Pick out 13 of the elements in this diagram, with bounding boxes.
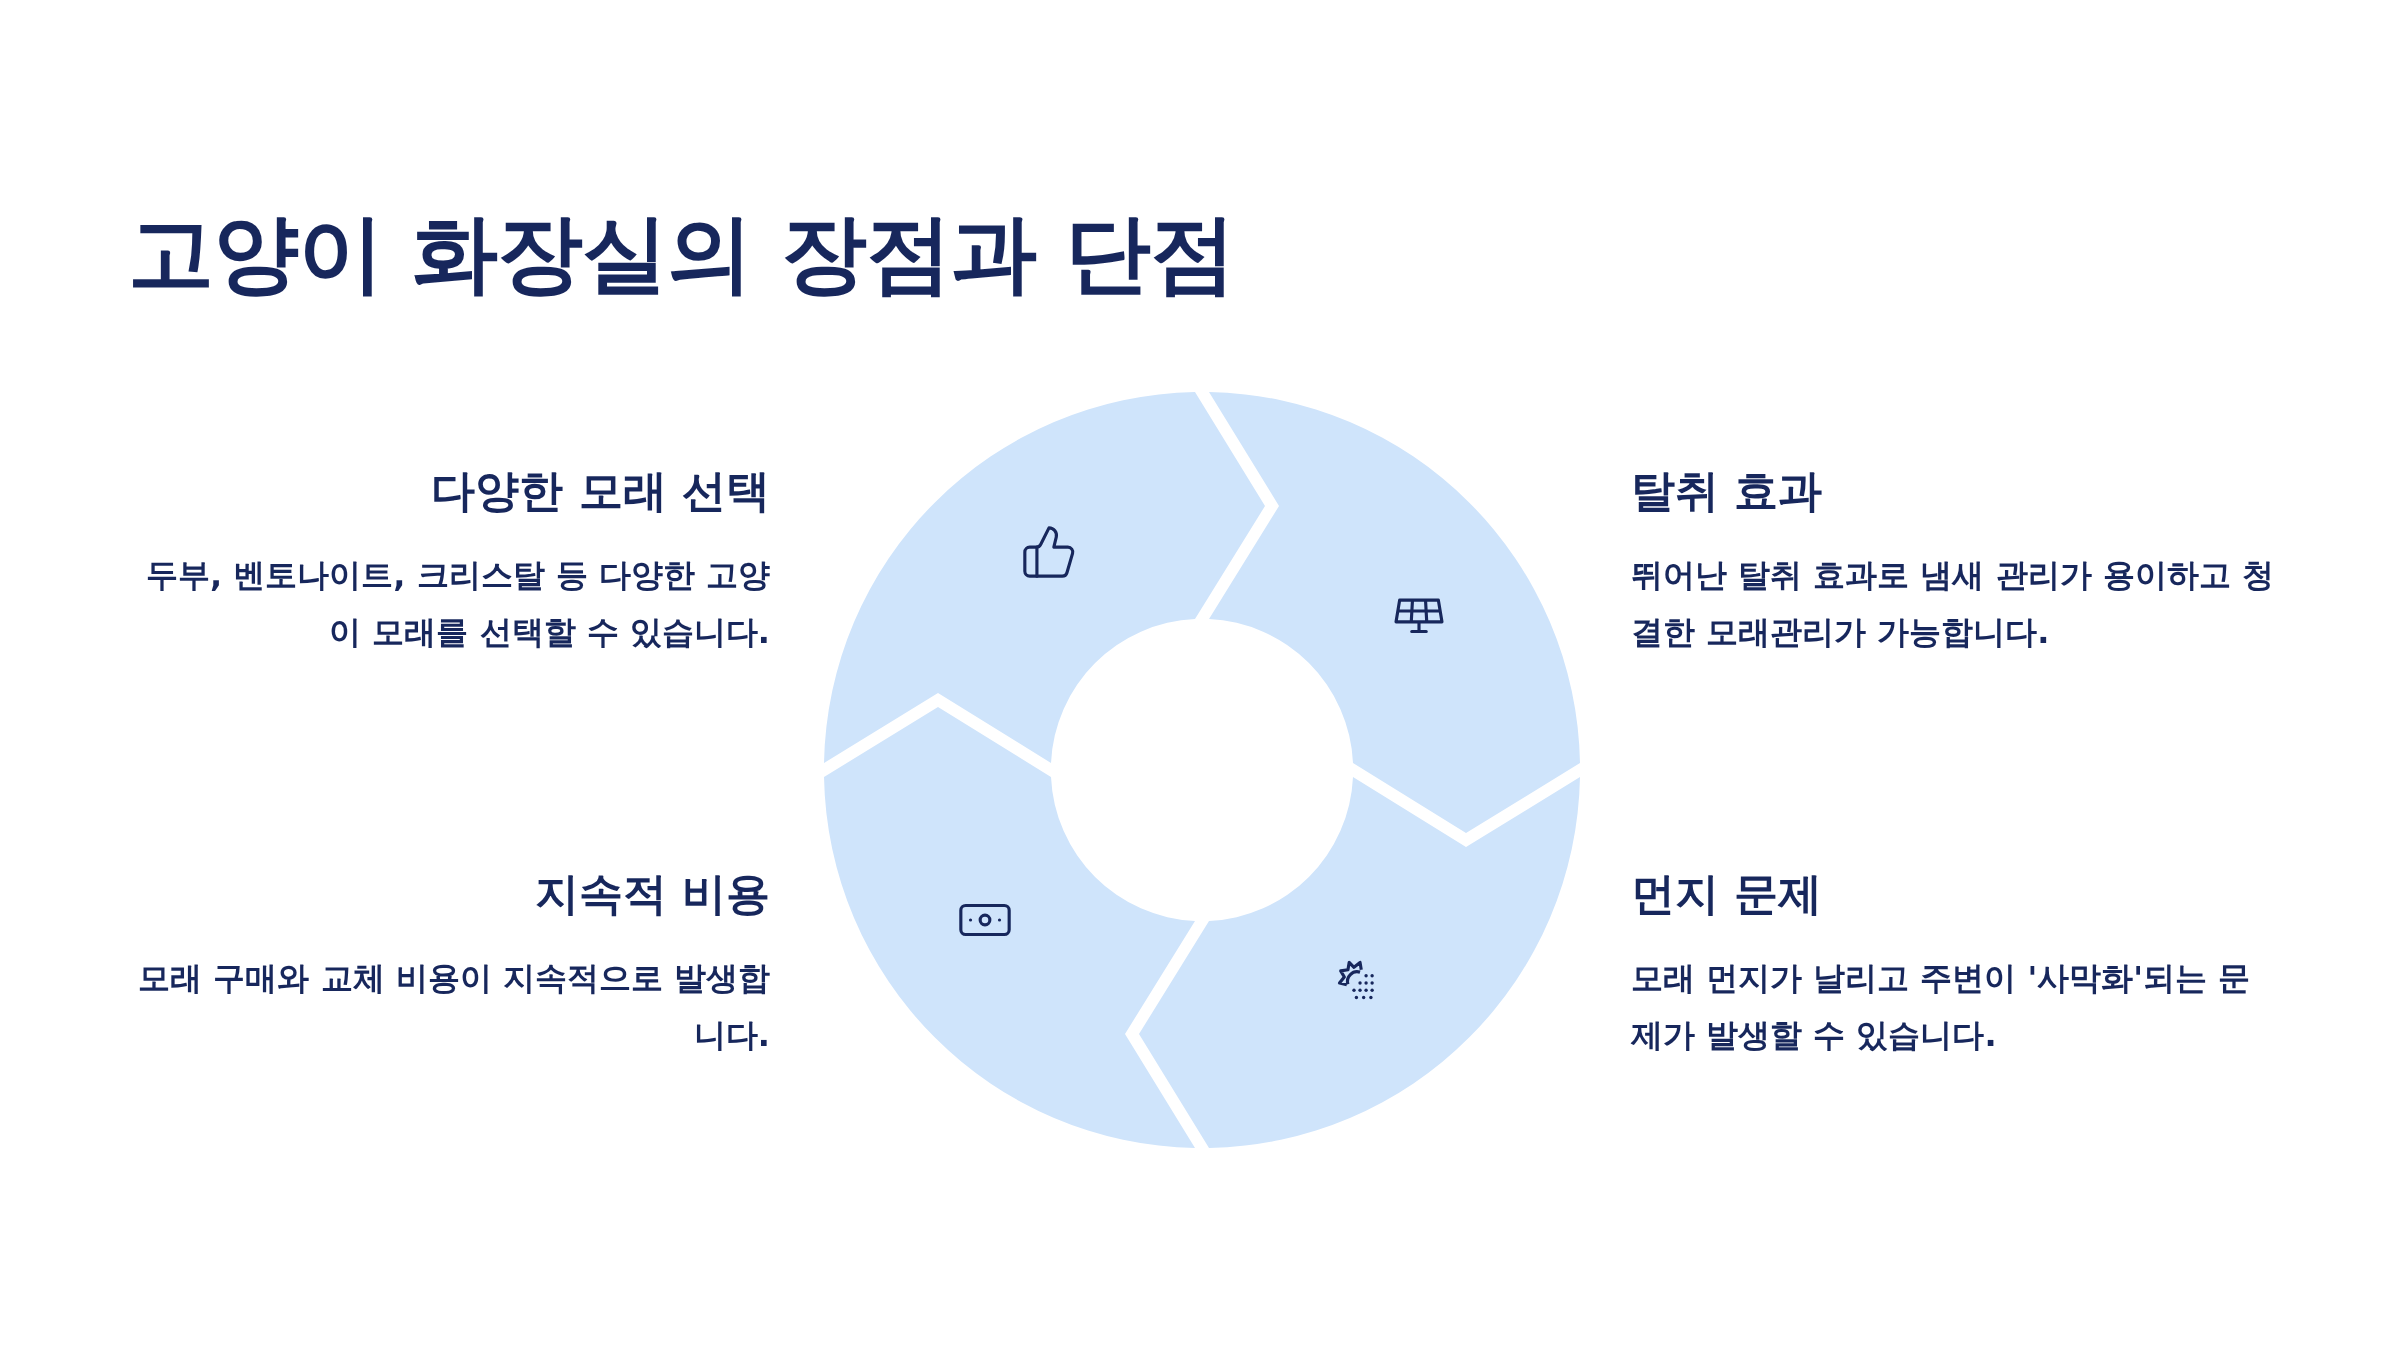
heading: 다양한 모래 선택 [431, 464, 770, 518]
ring-segment [1139, 777, 1580, 1148]
title: 고양이 화장실의 장점과 단점 [128, 202, 1235, 305]
description: 모래 구매와 교체 비용이 지속적으로 발생합니다. [137, 958, 770, 1056]
description: 모래 먼지가 날리고 주변이 '사막화'되는 문제가 발생할 수 있습니다. [1631, 958, 2252, 1056]
heading: 지속적 비용 [534, 867, 770, 921]
ring-segment [824, 707, 1195, 1148]
ring-segment [1209, 392, 1580, 833]
heading: 탈취 효과 [1631, 464, 1823, 518]
description: 뛰어난 탈취 효과로 냄새 관리가 용이하고 청결한 모래관리가 가능합니다. [1631, 555, 2275, 653]
description: 두부, 벤토나이트, 크리스탈 등 다양한 고양이 모래를 선택할 수 있습니다. [145, 555, 770, 653]
heading: 먼지 문제 [1631, 867, 1823, 921]
ring-segment [824, 392, 1265, 763]
